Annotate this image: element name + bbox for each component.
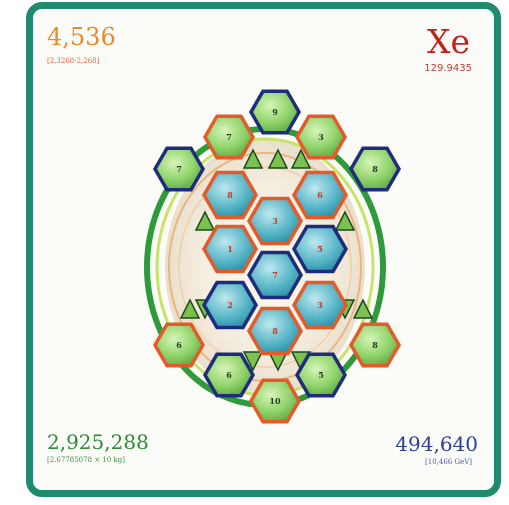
inner-hex-label: 8: [272, 326, 278, 336]
outer-hex: 6: [202, 352, 256, 398]
inner-hex-shape: [246, 196, 304, 246]
inner-hex: 5: [291, 224, 349, 274]
triangle-accent: [352, 298, 374, 319]
outer-hex: 9: [248, 89, 302, 135]
inner-hex-shape: [291, 224, 349, 274]
inner-hex-label: 3: [317, 300, 323, 310]
outer-hex: 8: [348, 322, 402, 368]
inner-hex-label: 8: [227, 190, 233, 200]
element-symbol: Xe: [426, 22, 470, 61]
inner-hex-shape: [201, 280, 259, 330]
outer-hex-shape: [294, 114, 348, 160]
inner-hex: 1: [201, 224, 259, 274]
triangle-accent: [334, 210, 356, 231]
inner-hex-label: 1: [227, 244, 233, 254]
inner-hex: 2: [201, 280, 259, 330]
inner-hex: 7: [246, 250, 304, 300]
outer-hex-label: 7: [226, 132, 232, 142]
mass-value: 2,925,288: [47, 430, 149, 454]
outer-hex-label: 9: [272, 107, 278, 117]
outer-hex-label: 3: [318, 132, 324, 142]
inner-hex-shape: [201, 224, 259, 274]
outer-hex-shape: [152, 322, 206, 368]
triangle-accent: [242, 351, 264, 372]
energy-detail: [10,466 GeV]: [425, 458, 472, 466]
inner-hex-label: 5: [317, 244, 323, 254]
inner-hex-shape: [291, 170, 349, 220]
outer-hex-shape: [248, 89, 302, 135]
outer-hex-label: 5: [318, 370, 324, 380]
outer-hex: 10: [248, 378, 302, 424]
outer-hex: 6: [152, 322, 206, 368]
nucleus-diagram: 9 7 3 7 8 6 8 6 5 10 8 6 3 1 5 7 2 3 8: [144, 89, 402, 424]
inner-hex: 8: [201, 170, 259, 220]
outer-hex-shape: [348, 146, 402, 192]
inner-hex-label: 3: [272, 216, 278, 226]
outer-hex-shape: [294, 352, 348, 398]
inner-hex-shape: [291, 280, 349, 330]
triangle-accent: [179, 298, 201, 319]
outer-hex-shape: [152, 146, 206, 192]
outer-hex-label: 6: [176, 340, 182, 350]
inner-hex-shape: [246, 306, 304, 356]
outer-hex-label: 6: [226, 370, 232, 380]
inner-hex-label: 6: [317, 190, 323, 200]
atomic-weight: 129.9435: [424, 63, 472, 74]
outer-hex-ring: 9 7 3 7 8 6 8 6 5 10: [152, 89, 402, 424]
density-range: [2,3268-2,268]: [47, 57, 100, 65]
outer-hex-shape: [348, 322, 402, 368]
outer-hex: 7: [202, 114, 256, 160]
outer-hex: 7: [152, 146, 206, 192]
element-card: 9 7 3 7 8 6 8 6 5 10 8 6 3 1 5 7 2 3 8 4,536 [2,3268-2,26…: [26, 2, 501, 497]
outer-hex-shape: [202, 352, 256, 398]
inner-hex: 3: [246, 196, 304, 246]
density-value: 4,536: [47, 23, 116, 51]
triangle-accent: [242, 148, 264, 169]
outer-hex-label: 8: [372, 340, 378, 350]
inner-hex-shape: [201, 170, 259, 220]
outer-hex-label: 7: [176, 164, 182, 174]
inner-hex: 8: [246, 306, 304, 356]
outer-hex-shape: [202, 114, 256, 160]
orbit-ring-inner-2: [178, 166, 352, 368]
outer-hex-label: 8: [372, 164, 378, 174]
inner-hex-label: 7: [272, 270, 278, 280]
inner-hex-core: 8 6 3 1 5 7 2 3 8: [201, 170, 349, 356]
triangle-accent: [194, 210, 216, 231]
triangle-accent: [267, 148, 289, 169]
inner-hex: 3: [291, 280, 349, 330]
inner-hex-shape: [246, 250, 304, 300]
outer-hex-label: 10: [269, 396, 281, 406]
outer-hex: 8: [348, 146, 402, 192]
energy-value: 494,640: [395, 432, 478, 456]
outer-hex: 3: [294, 114, 348, 160]
outer-hex-shape: [248, 378, 302, 424]
outer-hex: 5: [294, 352, 348, 398]
inner-hex-label: 2: [227, 300, 233, 310]
mass-detail: [2.67785078 × 10 kg]: [47, 456, 125, 464]
inner-hex: 6: [291, 170, 349, 220]
triangle-accent: [290, 148, 312, 169]
